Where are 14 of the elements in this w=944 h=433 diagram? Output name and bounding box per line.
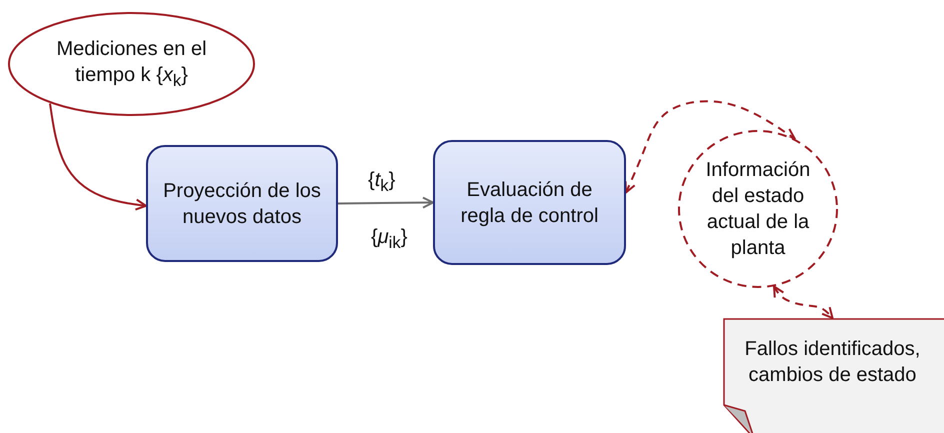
node-text: Proyección de los nuevos datos: [162, 178, 322, 230]
arrow: [773, 285, 834, 319]
note-callout: [723, 318, 942, 433]
arrow: [624, 100, 796, 194]
arrow: [49, 103, 147, 211]
node-text: Fallos identificados, cambios de estado: [744, 337, 922, 388]
process-box: [146, 145, 338, 262]
node-text: Evaluación de regla de control: [460, 178, 600, 228]
process-box: [433, 140, 626, 265]
node-text: Mediciones en el tiempo k {x$_{k}$}: [55, 37, 208, 92]
information-ellipse: [678, 130, 838, 288]
input-ellipse: [8, 12, 255, 116]
arrow: [338, 196, 434, 209]
node-text: Información del estado actual de la planta: [704, 158, 812, 261]
